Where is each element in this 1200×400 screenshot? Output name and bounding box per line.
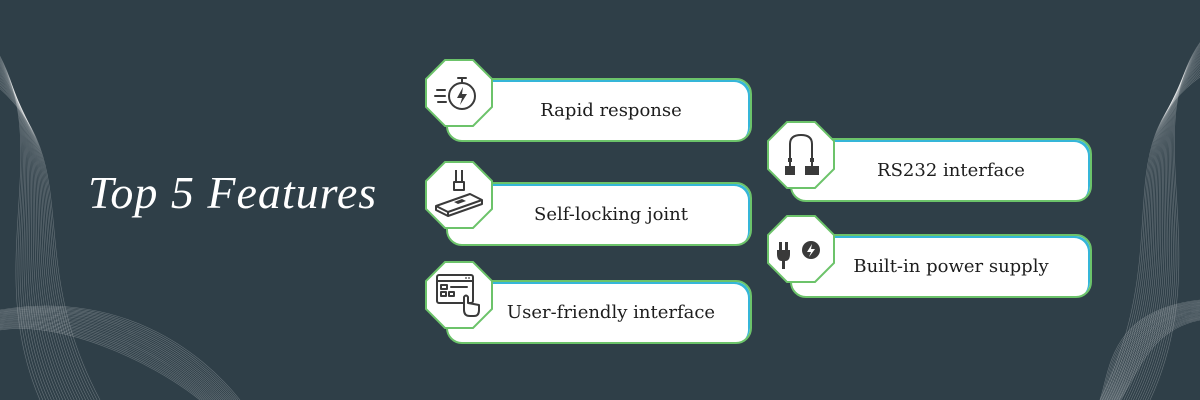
feature-label: User-friendly interface [506, 301, 716, 323]
click-interface-icon [424, 260, 494, 330]
feature-label: Self-locking joint [533, 203, 689, 225]
feature-label: Built-in power supply [853, 255, 1049, 277]
feature-card-user-friendly-interface: User-friendly interface [446, 280, 752, 344]
feature-card-rs232-interface: RS232 interface [790, 138, 1092, 202]
page-title: Top 5 Features [88, 167, 378, 218]
feature-label: RS232 interface [877, 159, 1025, 181]
serial-cable-icon [766, 120, 836, 190]
stopwatch-icon [424, 58, 494, 128]
locking-joint-icon [424, 160, 494, 230]
power-plug-icon [766, 214, 836, 284]
feature-card-rapid-response: Rapid response [446, 78, 752, 142]
feature-card-self-locking-joint: Self-locking joint [446, 182, 752, 246]
feature-label: Rapid response [540, 99, 682, 121]
